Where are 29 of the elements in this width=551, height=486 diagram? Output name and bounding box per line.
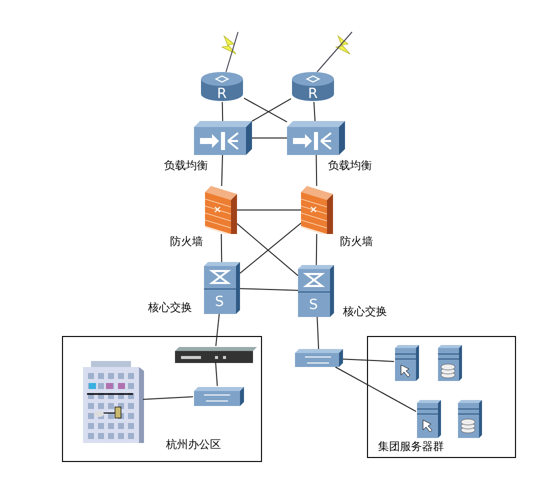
network-link [244,98,288,122]
device-label: 核心交换 [343,304,387,319]
network-link [316,316,320,350]
router-letter: R [217,87,227,101]
device-label: 防火墙 [340,234,373,249]
network-link [142,396,194,400]
network-link [240,288,298,291]
device-label: 核心交换 [148,300,192,315]
network-link [221,154,224,186]
network-link [215,314,220,346]
network-link [215,362,218,386]
device-label: 防火墙 [170,234,203,249]
area-box [367,336,516,458]
switch-letter: S [309,298,318,312]
network-link [313,102,316,122]
router-letter: R [308,87,318,101]
area-label: 杭州办公区 [166,437,221,452]
switch-letter: S [215,295,224,309]
network-link [222,102,224,122]
network-link [316,234,318,266]
network-link [316,154,318,186]
network-link [220,234,222,262]
device-label: 负载均衡 [328,158,372,173]
area-label: 集团服务器群 [378,439,444,454]
device-label: 负载均衡 [164,158,208,173]
network-link [334,366,416,412]
area-box [62,336,262,462]
network-link [342,358,394,362]
network-link [252,98,292,122]
